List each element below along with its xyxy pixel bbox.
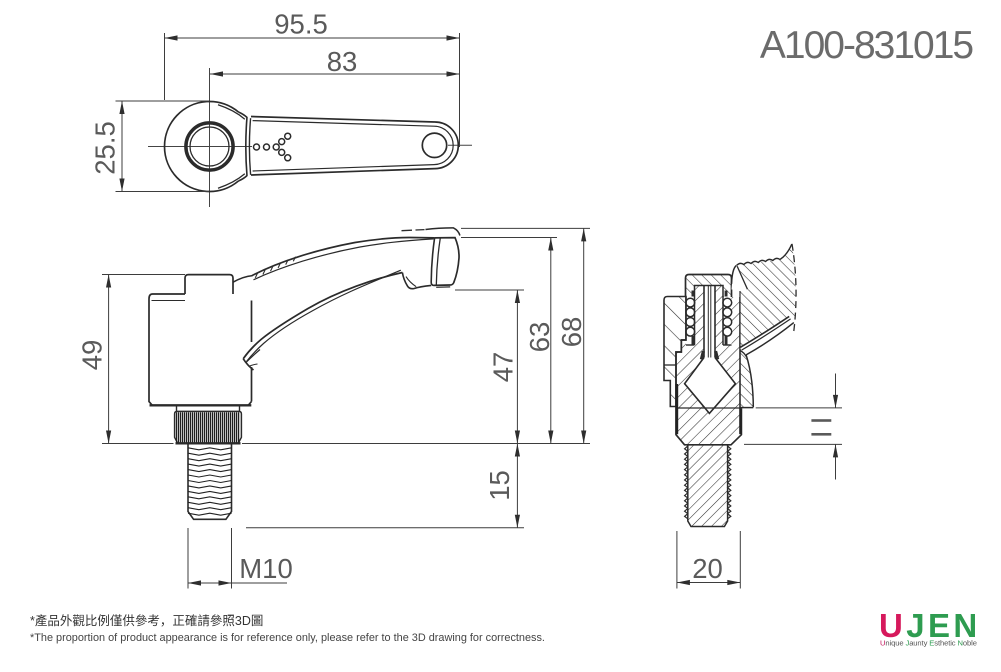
- svg-text:M10: M10: [239, 553, 293, 584]
- svg-text:25.5: 25.5: [90, 121, 121, 175]
- svg-text:A100-831015: A100-831015: [760, 24, 974, 67]
- svg-text:*產品外觀比例僅供參考，正確請參照3D圖: *產品外觀比例僅供參考，正確請參照3D圖: [30, 613, 263, 628]
- svg-text:*The proportion of product app: *The proportion of product appearance is…: [30, 632, 545, 644]
- svg-text:49: 49: [77, 340, 108, 371]
- svg-text:83: 83: [327, 46, 358, 77]
- svg-text:15: 15: [484, 470, 515, 501]
- svg-text:68: 68: [556, 317, 587, 348]
- svg-text:95.5: 95.5: [274, 9, 328, 40]
- svg-text:47: 47: [488, 352, 519, 383]
- svg-text:20: 20: [692, 553, 723, 584]
- svg-text:Unique Jaunty Esthetic Noble: Unique Jaunty Esthetic Noble: [880, 639, 977, 648]
- svg-text:63: 63: [524, 322, 555, 353]
